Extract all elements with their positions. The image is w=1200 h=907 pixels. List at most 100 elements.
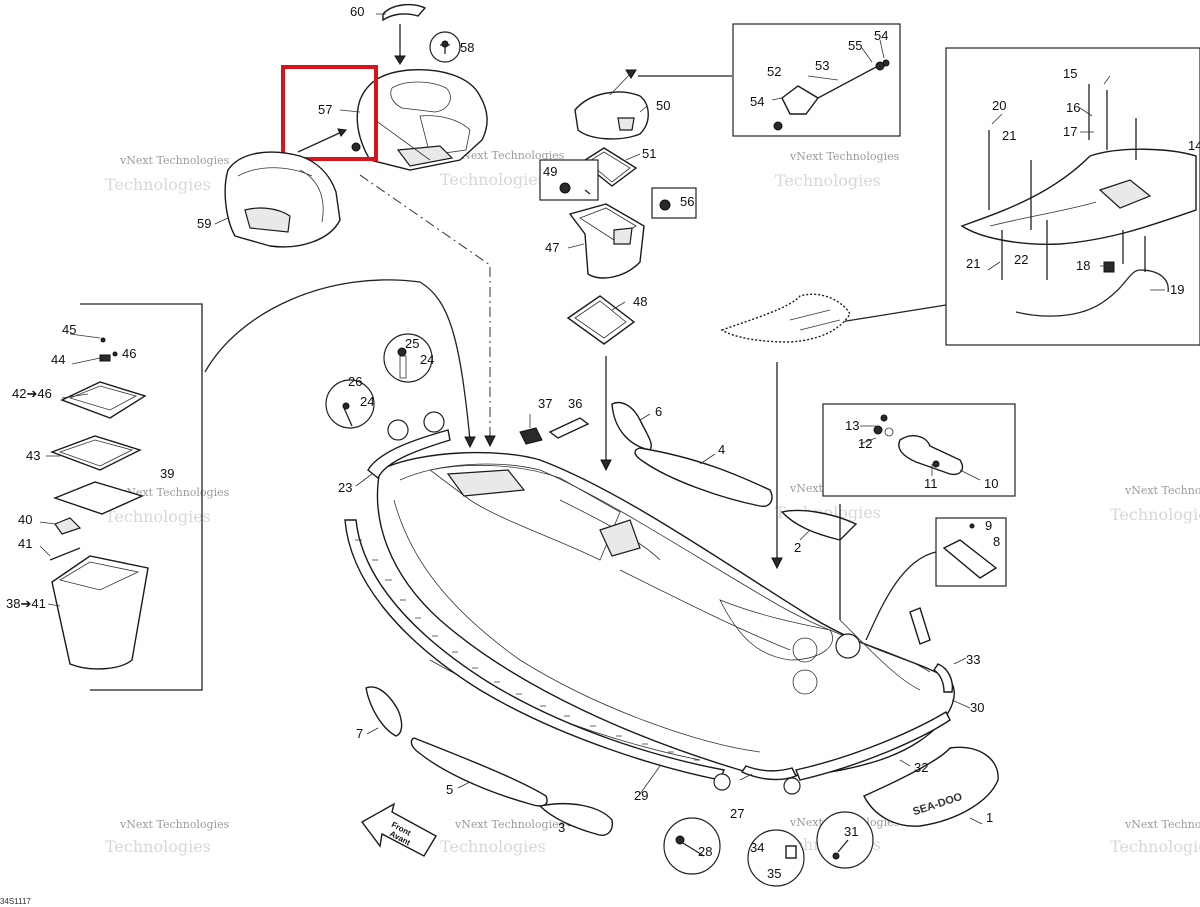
label-20: 20 <box>992 98 1006 113</box>
label-50: 50 <box>656 98 670 113</box>
hull-main[interactable] <box>376 451 955 777</box>
watermark-text: Technologies <box>1110 837 1200 856</box>
part-54-washer[interactable] <box>773 121 783 131</box>
watermark-text: Technologies <box>105 507 211 526</box>
label-10: 10 <box>984 476 998 491</box>
part-58-screw[interactable] <box>429 31 461 63</box>
part-5-decal[interactable] <box>410 737 548 807</box>
front-arrow: Front Avant <box>360 802 437 857</box>
hardware-circle[interactable] <box>387 419 409 441</box>
watermark-text: vNext Technologies <box>119 154 230 167</box>
label-14: 14 <box>1188 138 1200 153</box>
label-8: 8 <box>993 534 1000 549</box>
part-41-strap[interactable] <box>49 547 81 561</box>
watermark-text: Technologies <box>775 171 881 190</box>
label-23: 23 <box>338 480 352 495</box>
label-4: 4 <box>718 442 725 457</box>
part-52-latch[interactable] <box>781 85 820 115</box>
watermark-text: Technologies <box>105 175 211 194</box>
label-44: 44 <box>51 352 65 367</box>
part-37-cap[interactable] <box>519 414 543 445</box>
part-1-decal[interactable]: SEA-DOO <box>863 746 999 827</box>
label-43: 43 <box>26 448 40 463</box>
arrowhead <box>464 436 476 449</box>
part-60-cap[interactable] <box>382 3 427 65</box>
part-57-bolt[interactable] <box>351 142 361 152</box>
drawing-code: 34S1117 <box>0 897 31 906</box>
label-48: 48 <box>633 294 647 309</box>
label-30: 30 <box>970 700 984 715</box>
part-10-handle[interactable] <box>898 435 964 476</box>
part-46-nut[interactable] <box>112 351 118 357</box>
part-40-latch[interactable] <box>54 517 82 535</box>
hardware-25-24[interactable] <box>383 333 433 383</box>
part-4-decal[interactable] <box>634 447 773 507</box>
seat-cover-outline[interactable] <box>720 293 851 343</box>
label-54: 54 <box>874 28 888 43</box>
part-57-seat[interactable] <box>356 69 488 171</box>
part-53-rod[interactable] <box>817 65 879 99</box>
part-55-nut[interactable] <box>875 61 885 71</box>
part-59-glovebox[interactable] <box>224 151 341 248</box>
part-48-gasket[interactable] <box>566 295 636 345</box>
part-trim[interactable] <box>909 607 931 645</box>
part-54-washer[interactable] <box>882 59 890 67</box>
part-8-plate[interactable] <box>942 539 998 579</box>
part-43-gasket[interactable] <box>49 435 142 471</box>
arrowhead <box>771 557 783 570</box>
part-39-cover[interactable] <box>52 481 145 515</box>
watermark-text: Technologies <box>440 837 546 856</box>
part-47-bin[interactable] <box>568 203 645 279</box>
label-51: 51 <box>642 146 656 161</box>
part-49-clip-box[interactable] <box>539 159 599 201</box>
part-42-plate[interactable] <box>60 381 147 419</box>
watermark-text: vNext Technologies <box>1124 484 1200 497</box>
hardware-31[interactable] <box>816 811 874 869</box>
hardware-circle[interactable] <box>713 773 731 791</box>
part-51-gasket[interactable] <box>580 147 638 187</box>
inset-storage-box <box>49 303 203 691</box>
part-7-decal[interactable] <box>365 686 403 737</box>
label-57: 57 <box>318 102 332 117</box>
leader-line <box>204 279 471 441</box>
label-39: 39 <box>160 466 174 481</box>
hardware-circle[interactable] <box>783 777 801 795</box>
part-3-decal[interactable] <box>538 803 613 836</box>
hardware-34-35[interactable] <box>747 829 805 887</box>
label-29: 29 <box>634 788 648 803</box>
label-19: 19 <box>1170 282 1184 297</box>
part-2-decal[interactable] <box>780 509 858 541</box>
label-1: 1 <box>986 810 993 825</box>
label-28: 28 <box>698 844 712 859</box>
label-22: 22 <box>1014 252 1028 267</box>
hardware-26-24[interactable] <box>325 379 375 429</box>
part-23-bumper[interactable] <box>367 429 451 480</box>
label-32: 32 <box>914 760 928 775</box>
hardware-circle[interactable] <box>423 411 445 433</box>
hardware-28[interactable] <box>663 817 721 875</box>
hardware-circle[interactable] <box>835 633 861 659</box>
label-31: 31 <box>844 824 858 839</box>
part-30-bumper[interactable] <box>933 663 954 693</box>
part-50-cover[interactable] <box>574 69 649 140</box>
watermark-text: vNext Technologies <box>454 818 565 831</box>
part-27-bumper[interactable] <box>740 765 797 781</box>
label-6: 6 <box>655 404 662 419</box>
highlight-arrow <box>297 129 347 153</box>
part-44-bracket[interactable] <box>99 354 111 362</box>
part-56-screw[interactable] <box>651 187 697 219</box>
inset-handle-box <box>822 403 1016 497</box>
part-6-decal[interactable] <box>611 401 652 451</box>
label-9: 9 <box>985 518 992 533</box>
highlight-box <box>281 65 378 161</box>
part-32-rub-rail[interactable] <box>795 711 951 781</box>
label-17: 17 <box>1063 124 1077 139</box>
part-36-plate[interactable] <box>548 417 590 439</box>
label-52: 52 <box>767 64 781 79</box>
part-45-screw[interactable] <box>100 337 106 343</box>
label-2: 2 <box>794 540 801 555</box>
part-38-bin[interactable] <box>51 555 149 670</box>
watermark-text: vNext Technologies <box>119 818 230 831</box>
part-18-clip[interactable] <box>1103 261 1115 273</box>
